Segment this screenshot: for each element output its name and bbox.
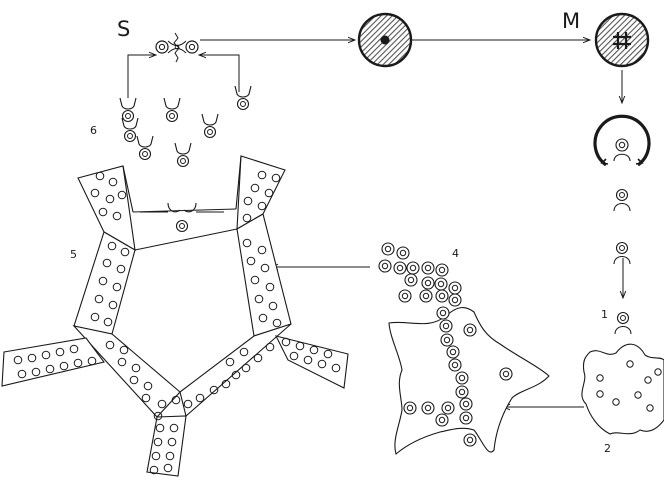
vesicle-chain-item bbox=[379, 260, 391, 272]
receptor-vesicle bbox=[202, 114, 218, 138]
vesicle-chain-item bbox=[456, 386, 468, 398]
vesicle-chain-item bbox=[394, 262, 406, 274]
vesicle-chain-item bbox=[449, 294, 461, 306]
cell-2-outline bbox=[582, 344, 664, 434]
secretory-granule bbox=[254, 354, 262, 362]
free-receptor bbox=[614, 243, 630, 265]
vesicle-chain-item bbox=[399, 290, 411, 302]
vesicle-chain-item bbox=[442, 402, 454, 414]
junction-receptor bbox=[140, 203, 224, 232]
vesicle-chain-item bbox=[449, 282, 461, 294]
label-1: 1 bbox=[601, 308, 608, 321]
interphase-cell bbox=[359, 14, 411, 66]
vesicle-chain-item bbox=[422, 402, 434, 414]
vesicle bbox=[617, 243, 628, 254]
vesicle-chain-item bbox=[440, 320, 452, 332]
junction-layer bbox=[140, 203, 224, 232]
vesicle-chain-item bbox=[404, 402, 416, 414]
vesicle-chain-item bbox=[464, 324, 476, 336]
label-2: 2 bbox=[604, 442, 611, 455]
vesicle-chain-item bbox=[500, 368, 512, 380]
label-m: M bbox=[562, 9, 580, 33]
vesicle-chain-item bbox=[456, 372, 468, 384]
vesicle-chain-item bbox=[405, 274, 417, 286]
loop-left bbox=[128, 55, 156, 98]
vesicle bbox=[618, 313, 629, 324]
receptor-vesicle bbox=[164, 98, 180, 122]
vesicle bbox=[177, 221, 188, 232]
vesicle-chain-item bbox=[435, 278, 447, 290]
s-phase-complex bbox=[156, 33, 198, 62]
vesicle bbox=[125, 131, 136, 142]
free-receptor bbox=[614, 190, 630, 212]
label-5: 5 bbox=[70, 248, 77, 261]
secretory-granule bbox=[266, 343, 274, 351]
vesicle bbox=[167, 111, 178, 122]
vesicle-chain-item bbox=[407, 262, 419, 274]
vesicle-chain-item bbox=[460, 412, 472, 424]
tissue-network bbox=[2, 156, 348, 476]
label-6: 6 bbox=[90, 124, 97, 137]
vesicle bbox=[238, 99, 249, 110]
vesicle-chain-item bbox=[397, 247, 409, 259]
vesicle-chain-item bbox=[441, 334, 453, 346]
vesicle-chain-item bbox=[436, 414, 448, 426]
vesicle-chain-item bbox=[436, 290, 448, 302]
vesicle-chain-item bbox=[436, 264, 448, 276]
vesicle-chain-item bbox=[449, 359, 461, 371]
vesicle-chain-item bbox=[460, 398, 472, 410]
label-s: S bbox=[117, 17, 130, 41]
vesicle-chain-item bbox=[382, 243, 394, 255]
vesicle-chain-item bbox=[437, 307, 449, 319]
vesicle bbox=[205, 127, 216, 138]
mitotic-cell bbox=[596, 14, 648, 66]
loop-right bbox=[199, 55, 239, 92]
receptor-vesicle bbox=[175, 143, 191, 167]
vesicle bbox=[617, 190, 628, 201]
secretory-granule bbox=[242, 364, 250, 372]
vesicle bbox=[123, 111, 134, 122]
free-receptor bbox=[615, 313, 631, 335]
vesicle bbox=[616, 139, 628, 151]
receptor-vesicle bbox=[137, 136, 153, 160]
vesicle-chain-item bbox=[422, 262, 434, 274]
vesicle bbox=[140, 149, 151, 160]
label-4: 4 bbox=[452, 247, 459, 260]
vesicle-chain-item bbox=[447, 346, 459, 358]
budding-receptor bbox=[614, 139, 630, 161]
vesicle bbox=[178, 156, 189, 167]
receptor-vesicle bbox=[235, 86, 251, 110]
vesicle-chain-item bbox=[420, 290, 432, 302]
vesicle-chain-item bbox=[422, 277, 434, 289]
vesicle-chain-item bbox=[464, 434, 476, 446]
